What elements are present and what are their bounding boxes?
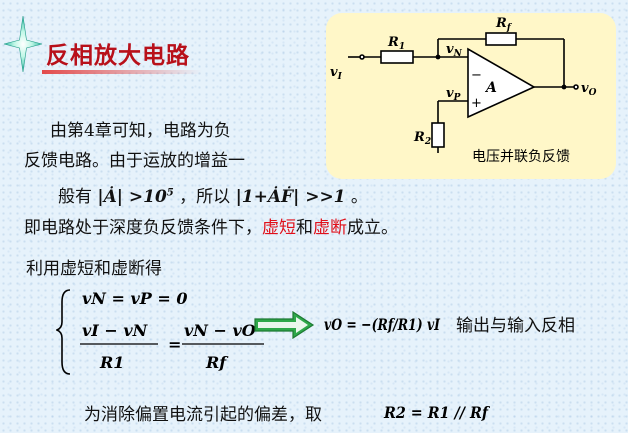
para1-line3: 般有 |Ȧ| >105 ，所以 |1+ȦḞ| >>1 。 xyxy=(58,182,368,207)
minus-input-label: − xyxy=(471,68,482,83)
svg-text:R2 = R1 // Rf: R2 = R1 // Rf xyxy=(383,403,491,422)
para1-line2: 反馈电路。由于运放的增益一 xyxy=(24,151,245,171)
fraction-right-denominator: Rf xyxy=(205,353,229,372)
equation-virtual-short: vN = vP = 0 xyxy=(82,289,187,308)
para1-line1: 由第4章可知，电路为负 xyxy=(50,121,231,141)
inverting-amplifier-circuit-diagram: Rf R1 R2 vI vN vP vO A − + 电压并联负反馈 xyxy=(330,16,597,165)
output-voltage-expression: vO = −(Rf/R1) vI xyxy=(324,315,440,334)
vn-label: vN xyxy=(446,42,463,59)
gain-condition: |Ȧ| >105 xyxy=(97,187,174,207)
para4: 为消除偏置电流引起的偏差，取 xyxy=(84,405,322,425)
para3: 利用虚短和虚断得 xyxy=(26,259,162,279)
right-arrow-icon xyxy=(254,311,315,339)
plus-input-label: + xyxy=(471,96,482,111)
title-underline xyxy=(42,70,202,74)
fraction-left-numerator: vI − vN xyxy=(82,321,149,340)
r2-label: R2 xyxy=(413,130,431,147)
para1-line3-b: ，所以 xyxy=(179,187,231,207)
para2-and: 和 xyxy=(296,218,313,238)
output-voltage-equation: vO = −(Rf/R1) vI xyxy=(324,315,440,334)
virtual-break-term: 虚断 xyxy=(313,218,347,238)
fraction-left-denominator: R1 xyxy=(99,353,124,372)
r1-label: R1 xyxy=(387,35,405,52)
para1-line3-c: 。 xyxy=(350,187,368,207)
output-input-inverted-note: 输出与输入反相 xyxy=(456,316,575,336)
para2: 即电路处于深度负反馈条件下，虚短和虚断成立。 xyxy=(24,213,398,238)
para1-line3-a: 般有 xyxy=(58,187,92,207)
star-sparkle-icon xyxy=(3,15,43,73)
equation-system: vN = vP = 0 vI − vN R1 = vN − vO Rf xyxy=(56,289,264,375)
rf-label: Rf xyxy=(495,16,513,33)
equals-sign: = xyxy=(168,335,181,354)
r2-balance-equation: R2 = R1 // Rf xyxy=(383,403,491,422)
fraction-right-numerator: vN − vO xyxy=(184,321,256,340)
virtual-short-term: 虚短 xyxy=(262,218,296,238)
vi-label: vI xyxy=(330,65,343,82)
amp-label: A xyxy=(484,80,497,96)
vo-label: vO xyxy=(581,81,597,98)
slide-title: 反相放大电路 xyxy=(46,43,190,69)
loop-condition: |1+ȦḞ| >>1 xyxy=(235,187,346,207)
vp-label: vP xyxy=(446,86,461,103)
para2-prefix: 即电路处于深度负反馈条件下， xyxy=(24,218,262,238)
para2-suffix: 成立。 xyxy=(347,218,398,238)
circuit-caption: 电压并联负反馈 xyxy=(472,149,570,165)
